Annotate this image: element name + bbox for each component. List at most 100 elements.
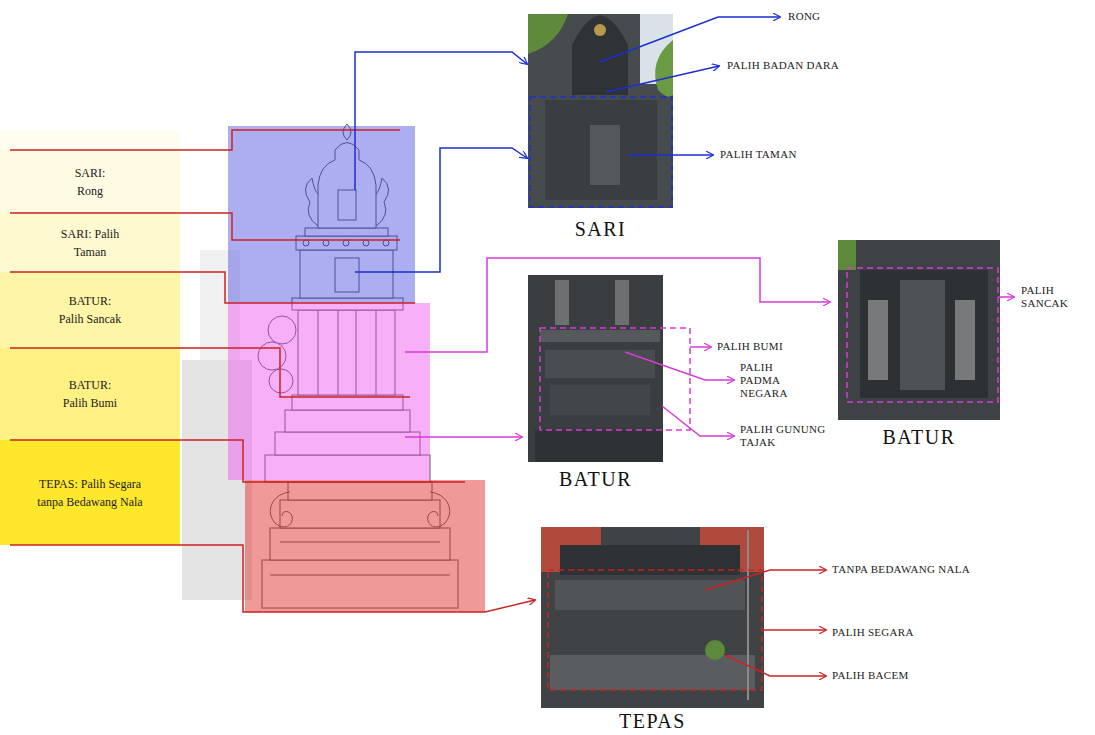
- part-label: BATUR: Palih Sancak: [55, 292, 125, 328]
- magenta-leaders-shape: [847, 268, 998, 402]
- photo-panel: SARI: [528, 14, 673, 240]
- photo-panel: BATUR: [528, 275, 663, 490]
- photo-batur-middle-shape: [535, 430, 663, 462]
- colour-overlay-shape: [228, 303, 430, 480]
- photo-batur-right-shape: [955, 300, 975, 380]
- callout-label: PALIH BUMI: [717, 340, 783, 353]
- photo-batur-middle-shape: [528, 275, 663, 462]
- red-leaders-shape: [10, 130, 400, 150]
- callout-label: PALIH SANCAK: [1021, 284, 1083, 310]
- photo-sari-shape: [594, 24, 606, 36]
- photo-sari-shape: [545, 100, 657, 200]
- red-leaders-shape: [10, 545, 535, 612]
- colour-overlay: [228, 126, 485, 612]
- red-leaders-shape: [762, 629, 826, 631]
- photo-caption: BATUR: [556, 468, 635, 490]
- part-band: BATUR: Palih Bumi: [0, 348, 180, 440]
- blue-leaders-shape: [355, 148, 527, 272]
- blue-leaders-shape: [628, 154, 713, 156]
- colour-overlay-shape: [245, 480, 485, 612]
- photo-batur-right-shape: [868, 300, 888, 380]
- photo-batur-right: [838, 240, 1000, 420]
- callout-holder: PALIH SEGARA: [832, 626, 914, 639]
- photo-batur-middle-shape: [615, 280, 629, 325]
- blue-leaders-shape: [600, 17, 780, 62]
- red-leaders: [10, 130, 826, 690]
- callout-label: PALIH BADAN DARA: [727, 59, 839, 72]
- photo-tepas-shape: [705, 640, 725, 660]
- photo-batur-middle-shape: [545, 350, 655, 378]
- photo-tepas-shape: [541, 527, 764, 708]
- callout-label: TANPA BEDAWANG NALA: [832, 563, 970, 576]
- red-leaders-shape: [10, 348, 410, 397]
- part-band: SARI: Rong: [0, 150, 180, 213]
- photo-batur-right-shape: [838, 240, 1000, 420]
- photo-panel: BATUR: [838, 240, 1000, 448]
- callout-holder: PALIH TAMAN: [720, 148, 797, 161]
- blue-leaders-shape: [606, 66, 719, 92]
- callout-holder: PALIH SANCAK: [1021, 284, 1083, 310]
- callout-label: PALIH GUNUNG TAJAK: [740, 423, 832, 449]
- callout-holder: RONG: [788, 10, 820, 23]
- red-leaders-shape: [10, 440, 465, 482]
- photo-caption: SARI: [572, 218, 630, 240]
- red-leaders-shape: [10, 213, 400, 240]
- photo-batur-right-shape: [860, 270, 988, 398]
- yellow-ground-shape: [0, 130, 180, 150]
- photo-caption: BATUR: [879, 426, 958, 448]
- magenta-leaders: [405, 258, 1014, 437]
- part-label: TEPAS: Palih Segara tanpa Bedawang Nala: [28, 475, 153, 511]
- blue-leaders: [355, 17, 780, 272]
- callout-holder: TANPA BEDAWANG NALA: [832, 563, 970, 576]
- photo-batur-middle-shape: [540, 330, 660, 342]
- callout-holder: PALIH BACEM: [832, 669, 909, 682]
- callout-label: PALIH BACEM: [832, 669, 909, 682]
- magenta-leaders-shape: [625, 352, 734, 380]
- callout-holder: PALIH PADMA NEGARA: [740, 361, 796, 401]
- red-leaders-shape: [548, 570, 762, 690]
- photo-caption: TEPAS: [616, 710, 689, 732]
- part-label: SARI: Rong: [68, 164, 113, 200]
- magenta-leaders-shape: [405, 258, 830, 352]
- part-band: TEPAS: Palih Segara tanpa Bedawang Nala: [0, 440, 180, 545]
- magenta-leaders-shape: [405, 436, 522, 438]
- part-band: SARI: Palih Taman: [0, 213, 180, 272]
- photo-tepas: [541, 527, 764, 708]
- callout-label: PALIH PADMA NEGARA: [740, 361, 796, 401]
- blue-leaders-shape: [530, 97, 672, 207]
- photo-sari-shape: [528, 14, 568, 54]
- photo-batur-middle-shape: [550, 385, 650, 415]
- callout-label: PALIH TAMAN: [720, 148, 797, 161]
- photo-tepas-shape: [550, 655, 755, 690]
- red-leaders-shape: [725, 655, 826, 676]
- photo-batur-right-shape: [900, 280, 945, 390]
- photo-batur-right-shape: [838, 240, 856, 270]
- photo-panel: TEPAS: [541, 527, 764, 732]
- yellow-ground: [0, 130, 180, 150]
- red-leaders-shape: [10, 272, 415, 303]
- photo-sari-shape: [655, 40, 673, 97]
- photo-tepas-shape: [747, 530, 749, 700]
- photo-batur-middle-shape: [555, 280, 569, 325]
- photo-batur-middle: [528, 275, 663, 462]
- callout-label: RONG: [788, 10, 820, 23]
- part-label: SARI: Palih Taman: [55, 225, 125, 261]
- magenta-leaders-shape: [662, 406, 734, 436]
- colour-overlay-shape: [228, 126, 415, 303]
- part-band: BATUR: Palih Sancak: [0, 272, 180, 348]
- part-label: BATUR: Palih Bumi: [55, 376, 125, 412]
- red-leaders-shape: [705, 570, 826, 590]
- photo-tepas-shape: [555, 580, 745, 610]
- blue-leaders-shape: [355, 52, 527, 190]
- callout-holder: PALIH BUMI: [717, 340, 783, 353]
- magenta-leaders-shape: [998, 296, 1014, 298]
- callout-holder: PALIH BADAN DARA: [727, 59, 839, 72]
- callout-label: PALIH SEGARA: [832, 626, 914, 639]
- magenta-leaders-shape: [540, 328, 690, 430]
- photo-sari-shape: [590, 125, 620, 185]
- magenta-leaders-shape: [690, 346, 711, 348]
- callout-holder: PALIH GUNUNG TAJAK: [740, 423, 832, 449]
